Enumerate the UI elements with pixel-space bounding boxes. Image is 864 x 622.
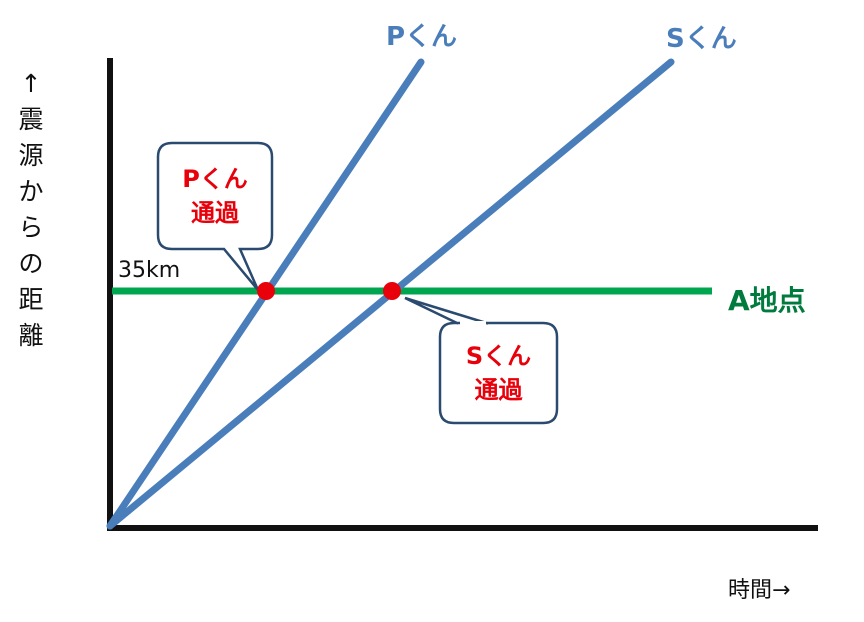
x-axis-label: 時間→ xyxy=(728,578,791,603)
p-wave-label: Pくん xyxy=(386,22,458,52)
distance-label: 35km xyxy=(118,258,181,283)
y-axis-label-char: 震 xyxy=(18,105,44,134)
s-intersection-marker xyxy=(383,282,401,300)
s-callout-bubble xyxy=(404,296,559,425)
site-a-label: A地点 xyxy=(728,284,806,317)
y-axis-label-char: ↑ xyxy=(20,69,42,98)
s-callout-line1: Sくん xyxy=(465,342,532,370)
y-axis-label-char: の xyxy=(18,249,44,278)
s-callout-line2: 通過 xyxy=(474,376,523,404)
y-axis-label-char: 離 xyxy=(18,321,44,350)
y-axis-label-char: 源 xyxy=(18,141,44,170)
y-axis-label: ↑ 震 源 か ら の 距 離 xyxy=(14,66,48,354)
s-callout-text: Sくん 通過 xyxy=(440,339,557,407)
y-axis-label-char: か xyxy=(18,177,44,206)
p-callout-bubble xyxy=(156,141,274,291)
p-intersection-marker xyxy=(257,282,275,300)
p-callout-text: Pくん 通過 xyxy=(158,162,272,230)
y-axis-label-char: ら xyxy=(18,213,44,242)
s-wave-label: Sくん xyxy=(666,24,737,54)
p-callout-line2: 通過 xyxy=(191,199,239,227)
p-callout-line1: Pくん xyxy=(182,165,248,193)
y-axis-label-char: 距 xyxy=(18,285,44,314)
